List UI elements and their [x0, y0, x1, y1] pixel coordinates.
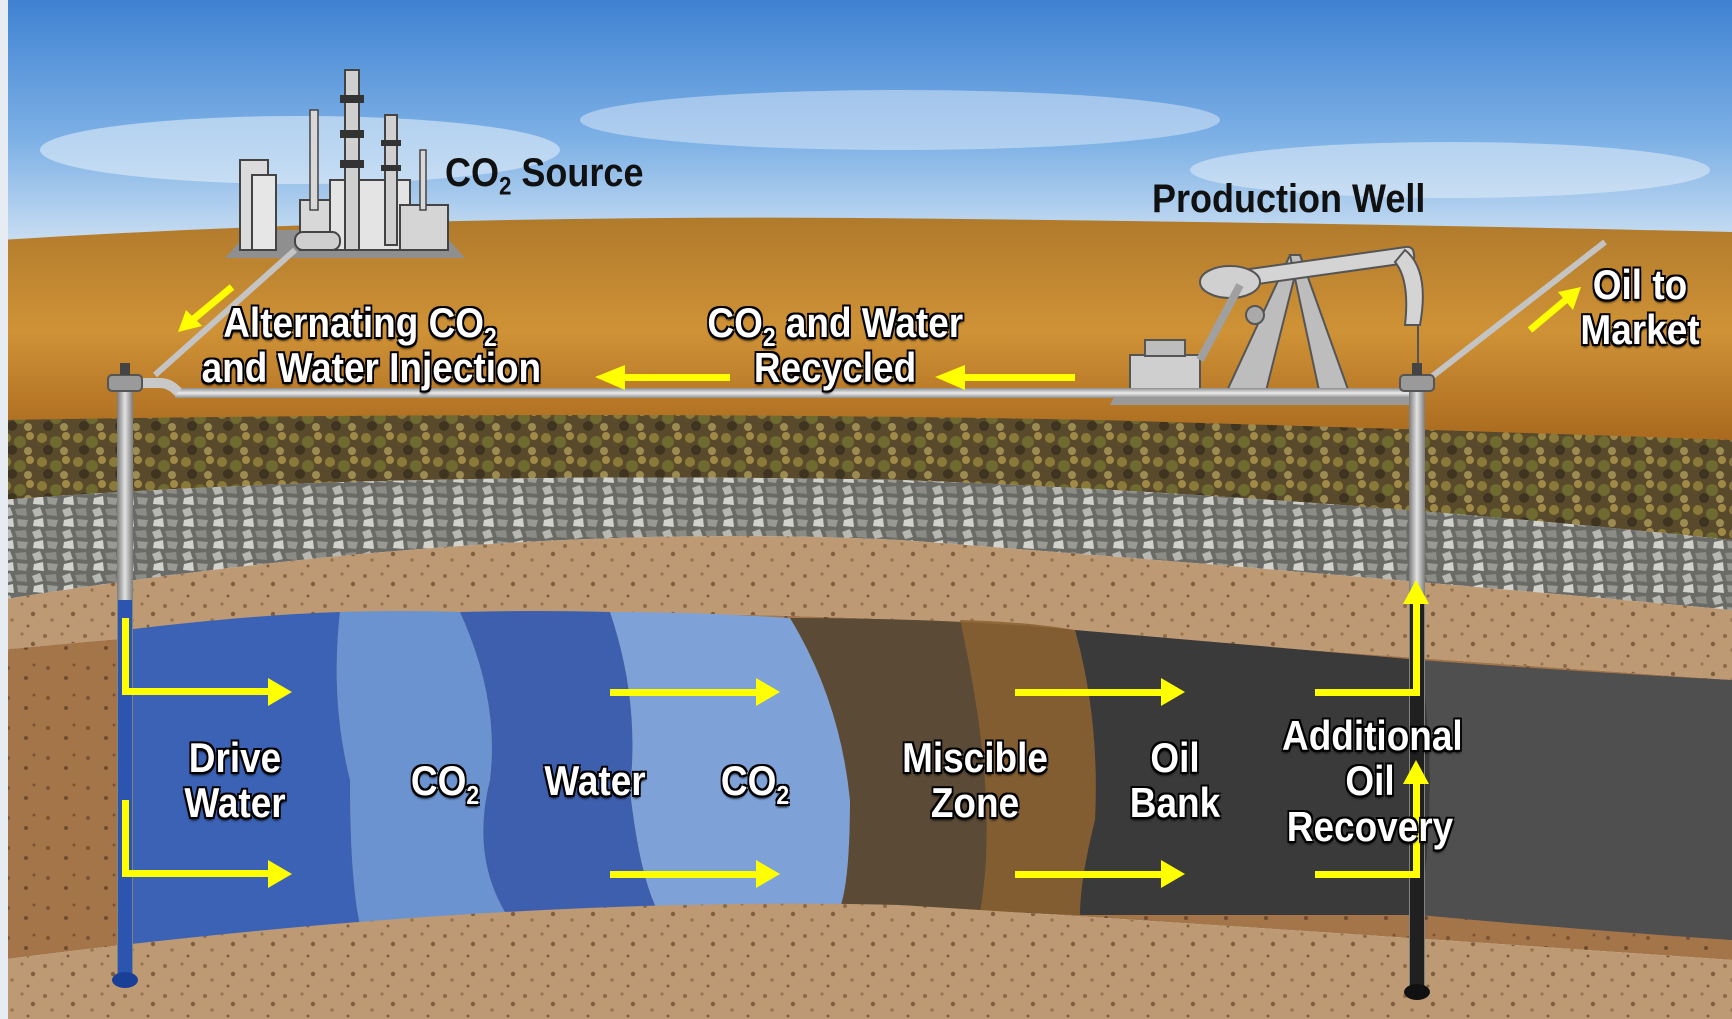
- additional-oil-line3: Recovery: [1286, 802, 1454, 850]
- cloud: [580, 90, 1220, 150]
- oil-bank-line2: Bank: [1129, 779, 1221, 827]
- co2-zone-2-label: CO2: [707, 757, 804, 808]
- oil-bank-line1: Oil: [1150, 734, 1200, 781]
- production-well-text: Production Well: [1152, 177, 1426, 221]
- oil-to-market-line1: Oil to: [1592, 261, 1688, 308]
- additional-oil-label: Additional Oil Recovery: [1282, 712, 1463, 850]
- flow-arrows: [122, 284, 1581, 888]
- market-pipe: [1423, 239, 1607, 385]
- miscible-arrow-top: [1015, 678, 1185, 706]
- miscible-arrow-bottom: [1015, 860, 1185, 888]
- recycled-line1-rest: and Water: [775, 299, 964, 346]
- oil-to-market-label: Oil to Market: [1570, 262, 1711, 353]
- recycled-line2: Recycled: [753, 344, 917, 392]
- miscible-line1: Miscible: [902, 734, 1048, 781]
- water-zone-text: Water: [544, 757, 646, 804]
- drive-water-label: Drive Water: [173, 735, 296, 826]
- co2-zone-sub: 2: [466, 780, 480, 811]
- co2-source-main: CO: [445, 151, 499, 195]
- drive-arrow-bottom: [122, 800, 292, 888]
- oil-bank-label: Oil Bank: [1118, 735, 1232, 826]
- drive-water-line2: Water: [184, 779, 286, 827]
- water-zone-label: Water: [538, 758, 652, 803]
- refinery-icon: [225, 69, 465, 258]
- pipe-elbow: [125, 378, 182, 396]
- recycled-label: CO2 and Water Recycled: [707, 299, 964, 392]
- market-arrow: [1527, 287, 1581, 333]
- injection-line1-main: Alternating CO: [223, 299, 485, 346]
- miscible-zone-label: Miscible Zone: [891, 735, 1058, 826]
- production-well-label: Production Well: [1152, 177, 1426, 221]
- recycle-arrow-2: [935, 365, 1075, 390]
- oil-to-market-line2: Market: [1580, 306, 1700, 354]
- mid-arrow-bottom: [610, 860, 780, 888]
- mid-arrow-top: [610, 678, 780, 706]
- collect-arrow-top: [1315, 580, 1429, 696]
- injection-line1-sub: 2: [484, 322, 497, 353]
- left-border: [0, 0, 8, 1019]
- drive-water-zone: [125, 612, 360, 955]
- surface-pipe: [175, 388, 1420, 398]
- recycled-line1-sub: 2: [762, 322, 776, 353]
- bottom-sand: [0, 903, 1732, 1019]
- cloud: [40, 116, 560, 184]
- gravel-layer: [0, 477, 1732, 610]
- injection-arrow: [178, 284, 235, 332]
- additional-oil-line2: Oil: [1345, 757, 1395, 805]
- injection-feed-pipe: [153, 247, 297, 378]
- co2-zone-2: [610, 612, 850, 915]
- collect-arrow-bottom: [1315, 760, 1429, 878]
- drive-water-line1: Drive: [188, 734, 282, 781]
- pump-jack-icon: [1110, 245, 1424, 405]
- drive-arrow-top: [122, 618, 292, 706]
- co2-zone-1: [336, 611, 510, 925]
- co2-zone-main: CO: [410, 757, 467, 804]
- cloud: [1190, 142, 1710, 198]
- co2-zone-2-main: CO: [720, 757, 777, 804]
- co2-zone-label: CO2: [397, 757, 494, 808]
- injection-line2: and Water Injection: [201, 344, 542, 392]
- co2-source-sub: 2: [499, 173, 512, 201]
- co2-source-rest: Source: [511, 151, 644, 195]
- recycled-line1-main: CO: [707, 299, 763, 346]
- sand-caprock: [0, 536, 1732, 680]
- miscible-line2: Zone: [930, 779, 1020, 827]
- additional-oil-zone: [1420, 660, 1732, 940]
- co2-zone-2-sub: 2: [776, 780, 790, 811]
- co2-source-label: CO2 Source: [445, 151, 644, 199]
- additional-oil-line1: Additional: [1282, 712, 1463, 759]
- recycle-arrow-1: [595, 365, 730, 390]
- water-zone: [460, 611, 660, 920]
- injection-label: Alternating CO2 and Water Injection: [201, 299, 542, 392]
- rubble-layer: [0, 415, 1732, 540]
